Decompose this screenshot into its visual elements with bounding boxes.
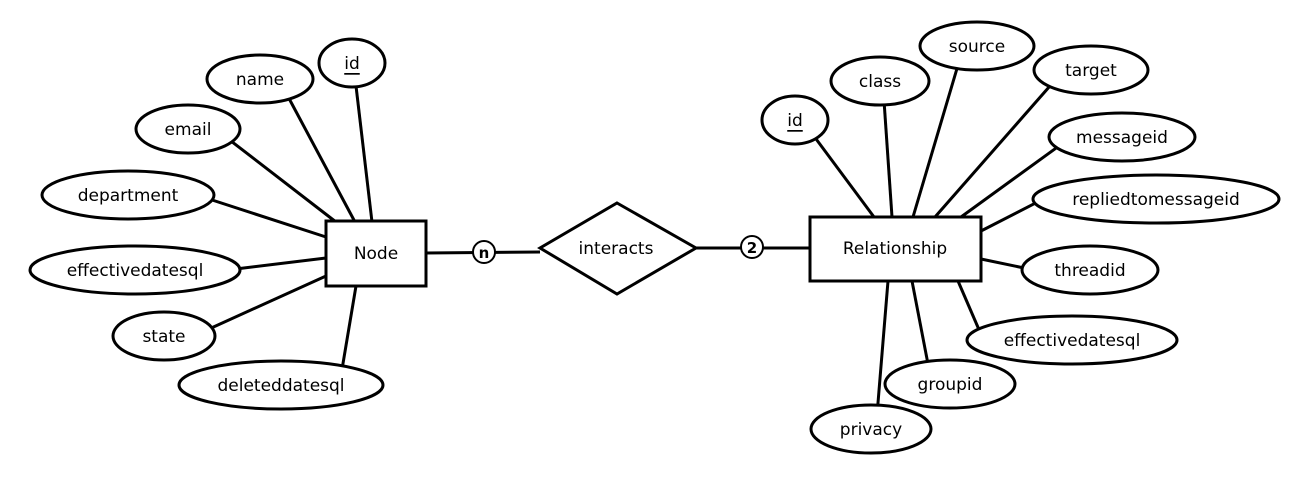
relationship-effectivedatesql-connector: [956, 280, 981, 330]
attribute-layer: id name email department effectivedatesql sta…: [28, 20, 1281, 455]
node-name-connector: [287, 98, 357, 223]
node-attribute-deleteddatesql-label: deleteddatesql: [217, 376, 344, 396]
relationship-repliedtomessageid-connector: [980, 201, 1036, 233]
node-attribute-email[interactable]: email: [134, 103, 242, 155]
relationship-attribute-threadid[interactable]: threadid: [1020, 244, 1160, 296]
relationship-attribute-repliedtomessageid[interactable]: repliedtomessageid: [1031, 173, 1281, 225]
node-attribute-name-label: name: [236, 70, 284, 90]
relationship-attribute-target-ellipse: [1032, 44, 1150, 96]
entity-relationship-box: [808, 215, 983, 283]
cardinality-relationship-circle: [740, 235, 764, 259]
relationship-attribute-source-label: source: [949, 37, 1005, 57]
node-attribute-effectivedatesql[interactable]: effectivedatesql: [28, 244, 242, 296]
relationship-threadid-connector: [980, 257, 1023, 270]
node-email-connector: [231, 140, 337, 224]
relationship-source-connector: [911, 68, 959, 218]
node-attribute-email-ellipse: [134, 103, 242, 155]
relationship-attribute-class[interactable]: class: [829, 55, 931, 107]
relationship-attribute-effectivedatesql-ellipse: [965, 314, 1179, 366]
relationship-attribute-groupid-label: groupid: [918, 375, 983, 395]
node-effectivedatesql-connector: [239, 256, 327, 270]
node-id-connector: [354, 86, 374, 223]
node-attribute-deleteddatesql-ellipse: [177, 359, 385, 411]
relationship-attribute-messageid[interactable]: messageid: [1047, 111, 1197, 163]
node-attribute-id-ellipse: [317, 37, 387, 89]
node-attribute-department-label: department: [78, 186, 179, 206]
node-attribute-effectivedatesql-ellipse: [28, 244, 242, 296]
entity-relationship[interactable]: Relationship: [808, 215, 983, 283]
node-deleteddatesql-connector: [341, 285, 358, 367]
relationship-attribute-privacy[interactable]: privacy: [809, 403, 933, 455]
relationship-attribute-groupid-ellipse: [883, 358, 1017, 410]
relationship-attribute-effectivedatesql-label: effectivedatesql: [1004, 331, 1141, 351]
relationship-id-connector: [814, 137, 876, 218]
relationship-attribute-target-label: target: [1065, 61, 1117, 81]
relationship-attribute-repliedtomessageid-ellipse: [1031, 173, 1281, 225]
node-attribute-name[interactable]: name: [205, 53, 315, 105]
relationship-attribute-messageid-label: messageid: [1076, 128, 1168, 148]
relation-diamond: [537, 201, 700, 296]
node-attribute-department[interactable]: department: [40, 169, 216, 221]
node-attribute-department-ellipse: [40, 169, 216, 221]
entity-node-box: [324, 219, 428, 288]
node-attribute-email-label: email: [165, 120, 212, 140]
relationship-messageid-connector: [960, 146, 1058, 219]
cardinality-relationship-label: 2: [747, 239, 757, 257]
node-attribute-state[interactable]: state: [111, 310, 217, 362]
relationship-target-connector: [933, 85, 1051, 218]
node-attribute-state-ellipse: [111, 310, 217, 362]
relationship-attribute-messageid-ellipse: [1047, 111, 1197, 163]
cardinality-relationship-side: 2: [740, 235, 764, 259]
relationship-class-connector: [882, 104, 894, 218]
relationship-attribute-repliedtomessageid-label: repliedtomessageid: [1072, 190, 1240, 210]
relationship-attribute-effectivedatesql[interactable]: effectivedatesql: [965, 314, 1179, 366]
relation-label: interacts: [579, 239, 654, 259]
relationship-attribute-source[interactable]: source: [918, 20, 1036, 72]
node-attribute-name-ellipse: [205, 53, 315, 105]
cardinality-node-circle: [472, 240, 496, 264]
relationship-attribute-privacy-ellipse: [809, 403, 933, 455]
cardinality-node-label: n: [479, 244, 490, 262]
relationship-attribute-privacy-label: privacy: [840, 420, 902, 440]
node-attribute-id-label: id: [344, 54, 360, 74]
entity-node-label: Node: [354, 244, 398, 264]
node-attribute-id[interactable]: id: [317, 37, 387, 89]
relationship-attribute-threadid-ellipse: [1020, 244, 1160, 296]
relationship-attribute-id-ellipse: [760, 94, 830, 146]
relationship-attribute-threadid-label: threadid: [1054, 261, 1125, 281]
relationship-attribute-target[interactable]: target: [1032, 44, 1150, 96]
relation-interacts[interactable]: interacts: [537, 201, 700, 296]
relationship-privacy-connector: [876, 280, 890, 406]
connector-lines: [211, 68, 1058, 406]
node-department-connector: [211, 198, 327, 239]
relationship-attribute-id[interactable]: id: [760, 94, 830, 146]
node-attribute-state-label: state: [142, 327, 185, 347]
relationship-attribute-source-ellipse: [918, 20, 1036, 72]
node-state-connector: [211, 274, 327, 330]
node-attribute-deleteddatesql[interactable]: deleteddatesql: [177, 359, 385, 411]
entity-node[interactable]: Node: [324, 219, 428, 288]
relationship-attribute-groupid[interactable]: groupid: [883, 358, 1017, 410]
relationship-attribute-class-label: class: [859, 72, 901, 92]
node-attribute-effectivedatesql-label: effectivedatesql: [67, 261, 204, 281]
entity-relationship-label: Relationship: [843, 239, 947, 259]
relationship-groupid-connector: [910, 280, 929, 362]
relationship-attribute-class-ellipse: [829, 55, 931, 107]
relationship-attribute-id-label: id: [787, 111, 803, 131]
cardinality-node-side: n: [472, 240, 496, 264]
